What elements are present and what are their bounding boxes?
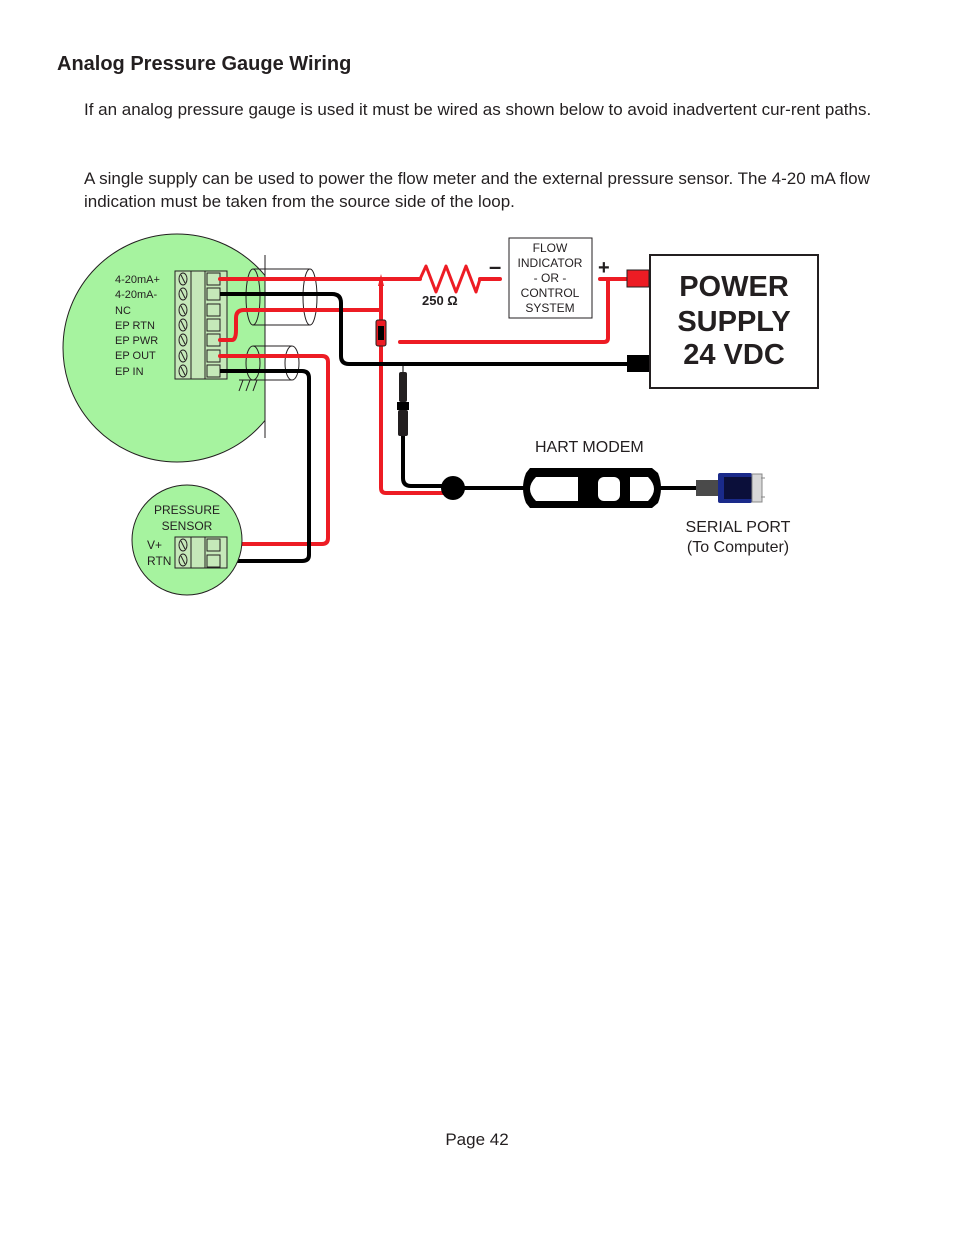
serial-port-label: SERIAL PORT (To Computer) <box>686 519 791 556</box>
svg-text:CONTROL: CONTROL <box>521 286 580 300</box>
terminal-label: 4-20mA- <box>115 289 158 301</box>
hart-modem-icon <box>523 468 661 508</box>
svg-text:SYSTEM: SYSTEM <box>525 301 574 315</box>
terminal-label: EP OUT <box>115 350 156 362</box>
section-heading: Analog Pressure Gauge Wiring <box>57 53 352 75</box>
power-supply-box <box>649 254 819 389</box>
plus-sign: + <box>598 257 610 279</box>
black-wires <box>220 292 705 563</box>
meter-terminal-labels: 4-20mA+ 4-20mA- NC EP RTN EP PWR EP OUT … <box>115 274 160 378</box>
svg-text:(To Computer): (To Computer) <box>687 539 789 556</box>
paragraph-wiring-note: If an analog pressure gauge is used it m… <box>84 100 872 119</box>
terminal-label: 4-20mA+ <box>115 274 160 286</box>
pressure-sensor-title: PRESSURE SENSOR <box>154 503 220 533</box>
resistor-icon <box>418 264 482 294</box>
svg-text:V+: V+ <box>147 538 162 552</box>
power-supply-label: POWER SUPPLY 24 VDC <box>677 271 790 371</box>
svg-text:INDICATOR: INDICATOR <box>518 256 583 270</box>
svg-text:SENSOR: SENSOR <box>162 519 213 533</box>
power-supply-positive-terminal <box>626 269 650 288</box>
power-supply-negative-terminal <box>627 355 649 372</box>
terminal-label: EP RTN <box>115 320 155 332</box>
svg-text:PRESSURE: PRESSURE <box>154 503 220 517</box>
cable-shields <box>245 268 318 381</box>
sensor-terminal-labels: V+ RTN <box>147 538 171 568</box>
paragraph-single-supply: A single supply can be used to power the… <box>84 169 870 211</box>
meter-terminal-block <box>174 270 228 380</box>
svg-text:SERIAL PORT: SERIAL PORT <box>686 519 791 536</box>
svg-text:- OR -: - OR - <box>534 271 567 285</box>
svg-text:SUPPLY: SUPPLY <box>677 306 790 338</box>
svg-text:24 VDC: 24 VDC <box>683 339 785 371</box>
minus-sign: – <box>489 254 501 279</box>
flow-indicator-box <box>508 237 593 319</box>
svg-text:FLOW: FLOW <box>533 241 568 255</box>
terminal-label: NC <box>115 305 131 317</box>
junction-dot <box>441 476 465 500</box>
resistor-label: 250 Ω <box>422 293 458 308</box>
flow-indicator-label: FLOW INDICATOR - OR - CONTROL SYSTEM <box>518 241 583 315</box>
terminal-label: EP PWR <box>115 335 158 347</box>
red-probe-clip <box>375 274 387 347</box>
page-number: Page 42 <box>445 1130 509 1149</box>
ground-icon <box>238 379 262 392</box>
red-wires <box>218 277 630 546</box>
svg-text:POWER: POWER <box>679 271 789 303</box>
sensor-terminal-block <box>174 536 228 569</box>
svg-text:RTN: RTN <box>147 554 171 568</box>
black-probe-clip <box>397 362 409 436</box>
hart-modem-label: HART MODEM <box>535 439 644 456</box>
wiring-diagram: 4-20mA+ 4-20mA- NC EP RTN EP PWR EP OUT … <box>62 233 819 596</box>
serial-port-connector-icon <box>696 473 765 503</box>
terminal-label: EP IN <box>115 366 144 378</box>
